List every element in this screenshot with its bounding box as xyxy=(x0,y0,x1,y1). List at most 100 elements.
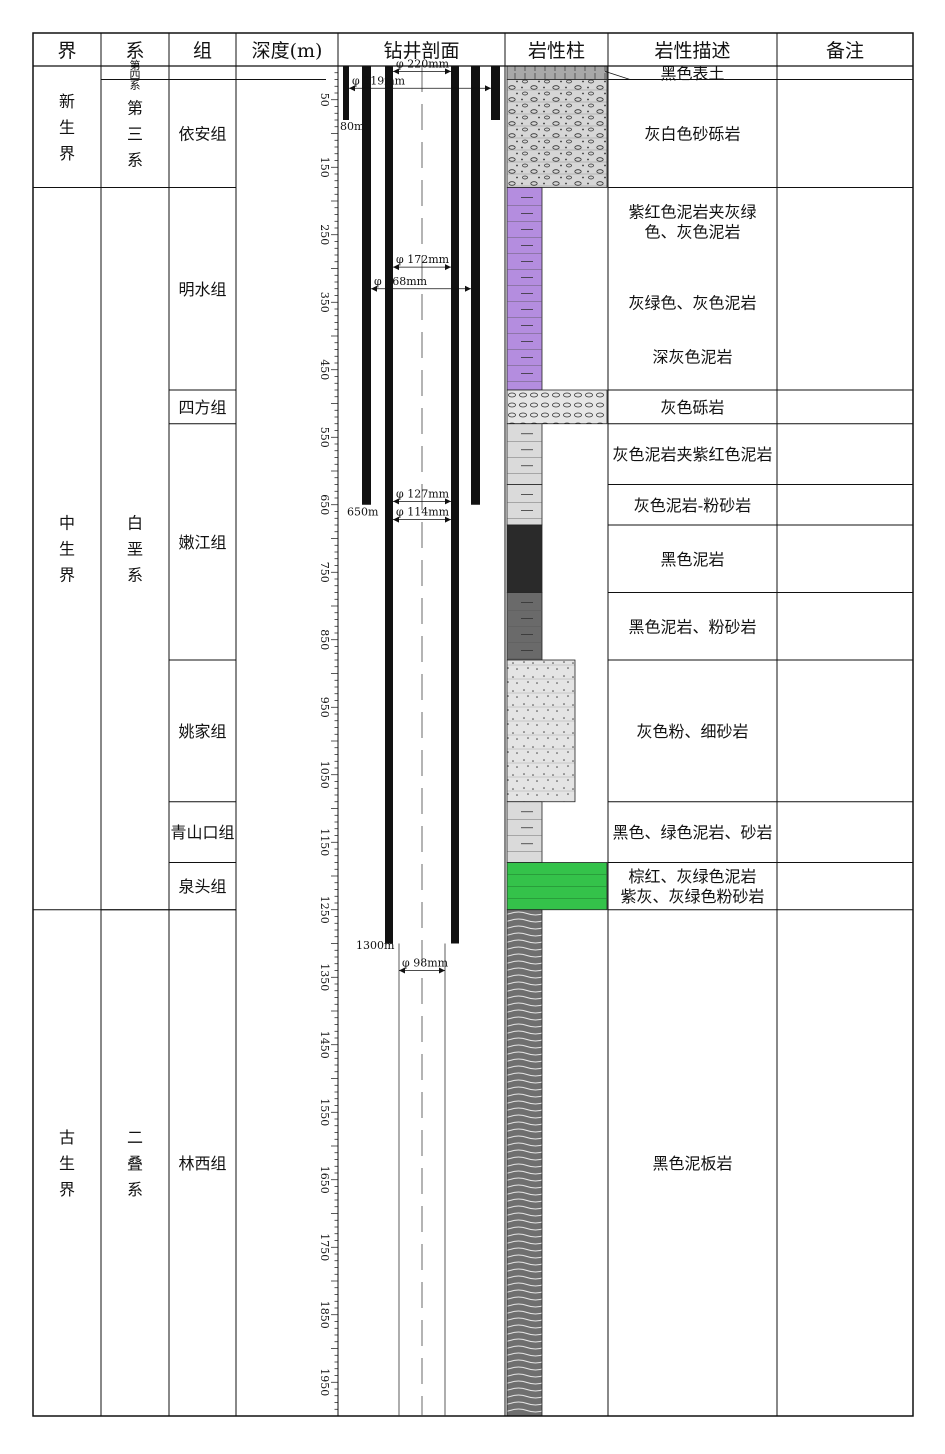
header-formation: 组 xyxy=(193,40,212,62)
lithology-description: 黑色、绿色泥岩、砂岩 xyxy=(612,823,772,842)
depth-label: 50 xyxy=(318,93,331,107)
casing-220 xyxy=(491,66,500,120)
header-litho-desc: 岩性描述 xyxy=(654,40,730,62)
era-label: 中生界 xyxy=(59,514,75,585)
lithology-description: 黑色泥板岩 xyxy=(652,1154,732,1173)
depth-label: 550 xyxy=(318,427,331,448)
lithology-description: 黑色泥岩 xyxy=(660,550,724,569)
litho-unit-6 xyxy=(506,484,543,526)
lithology-description: 深灰色泥岩 xyxy=(652,347,732,366)
casing-127 xyxy=(385,66,393,944)
depth-label: 1950 xyxy=(318,1368,331,1396)
arrow-head xyxy=(445,68,451,75)
litho-unit-7 xyxy=(506,524,543,593)
arrow-head xyxy=(399,967,405,974)
header-system: 系 xyxy=(125,40,144,62)
casing-172 xyxy=(471,66,480,505)
formation-label: 林西组 xyxy=(178,1154,226,1173)
system-label: 第三系 xyxy=(127,99,143,170)
lithology-description: 黑色泥岩、粉砂岩 xyxy=(628,617,756,636)
formation-label: 明水组 xyxy=(178,280,226,299)
system-label: 第四系 xyxy=(130,58,141,92)
system-label: 二叠系 xyxy=(127,1128,143,1199)
litho-unit-11 xyxy=(506,862,608,911)
arrow-head xyxy=(349,85,355,92)
casing-label: φ 114mm xyxy=(396,506,450,519)
arrow-head xyxy=(445,264,451,271)
table-frame xyxy=(32,32,914,1417)
depth-label: 850 xyxy=(318,629,331,650)
casing-220 xyxy=(343,66,349,120)
lithology-description: 棕红、灰绿色泥岩紫灰、灰绿色粉砂岩 xyxy=(620,867,764,906)
formation-label: 姚家组 xyxy=(178,722,226,741)
casing-label: φ 220mm xyxy=(396,57,450,70)
formation-label: 四方组 xyxy=(178,398,226,417)
arrow-head xyxy=(393,68,399,75)
depth-label: 1350 xyxy=(318,963,331,991)
litho-unit-3 xyxy=(506,187,543,391)
depth-label: 650 xyxy=(318,494,331,515)
soil-connector xyxy=(604,71,777,80)
depth-label: 1450 xyxy=(318,1031,331,1059)
depth-label: 450 xyxy=(318,359,331,380)
litho-unit-5 xyxy=(506,423,543,485)
casing-127 xyxy=(451,66,459,944)
casing-label: φ 168mm xyxy=(374,275,428,288)
header-era: 界 xyxy=(57,40,76,62)
depth-label: 750 xyxy=(318,562,331,583)
lithology-description: 紫红色泥岩夹灰绿色、灰色泥岩 xyxy=(628,202,756,241)
header-profile: 钻井剖面 xyxy=(383,40,459,62)
depth-label: 1850 xyxy=(318,1301,331,1329)
arrow-head xyxy=(393,264,399,271)
depth-label: 950 xyxy=(318,697,331,718)
depth-label: 1150 xyxy=(318,828,331,856)
arrow-head xyxy=(485,85,491,92)
casing-shoe-depth: 650m xyxy=(347,506,379,519)
formation-label: 泉头组 xyxy=(178,877,226,896)
litho-unit-4 xyxy=(506,389,608,425)
casing-label: φ 127mm xyxy=(396,487,450,500)
litho-unit-2 xyxy=(506,79,608,188)
era-label: 古生界 xyxy=(59,1128,75,1199)
lithology-description: 灰色泥岩夹紫红色泥岩 xyxy=(612,445,772,464)
depth-label: 1750 xyxy=(318,1233,331,1261)
header-remarks: 备注 xyxy=(826,40,864,62)
litho-unit-9 xyxy=(506,659,576,803)
litho-unit-1 xyxy=(506,65,608,80)
formation-label: 依安组 xyxy=(178,125,226,144)
casing-shoe-depth: 1300m xyxy=(356,939,395,952)
header-depth: 深度(m) xyxy=(252,40,323,62)
arrow-head xyxy=(393,498,399,505)
lithology-description: 灰色泥岩-粉砂岩 xyxy=(634,496,751,515)
depth-label: 1650 xyxy=(318,1166,331,1194)
lithology-description: 灰色粉、细砂岩 xyxy=(636,722,748,741)
formation-label: 青山口组 xyxy=(170,823,234,842)
lithology-description: 灰色砾岩 xyxy=(660,398,724,417)
arrow-head xyxy=(465,285,471,292)
arrow-head xyxy=(445,498,451,505)
arrow-head xyxy=(393,516,399,523)
depth-label: 1550 xyxy=(318,1098,331,1126)
arrow-head xyxy=(371,285,377,292)
depth-label: 350 xyxy=(318,292,331,313)
lithology-description: 灰白色砂砾岩 xyxy=(644,125,740,144)
arrow-head xyxy=(445,516,451,523)
depth-label: 1250 xyxy=(318,896,331,924)
casing-label: φ 172mm xyxy=(396,253,450,266)
formation-label: 嫩江组 xyxy=(178,533,226,552)
casing-shoe-depth: 80m xyxy=(340,120,365,133)
system-label: 白垩系 xyxy=(127,514,143,585)
header-litho-column: 岩性柱 xyxy=(528,40,585,62)
casing-172 xyxy=(362,66,371,505)
era-label: 新生界 xyxy=(59,92,75,163)
litho-unit-10 xyxy=(506,801,543,863)
casing-label: φ 98mm xyxy=(402,957,449,970)
litho-unit-12 xyxy=(506,909,543,1417)
depth-label: 1050 xyxy=(318,761,331,789)
depth-label: 250 xyxy=(318,224,331,245)
lithology-description: 灰绿色、灰色泥岩 xyxy=(628,293,756,312)
depth-label: 150 xyxy=(318,157,331,178)
litho-unit-8 xyxy=(506,592,543,661)
